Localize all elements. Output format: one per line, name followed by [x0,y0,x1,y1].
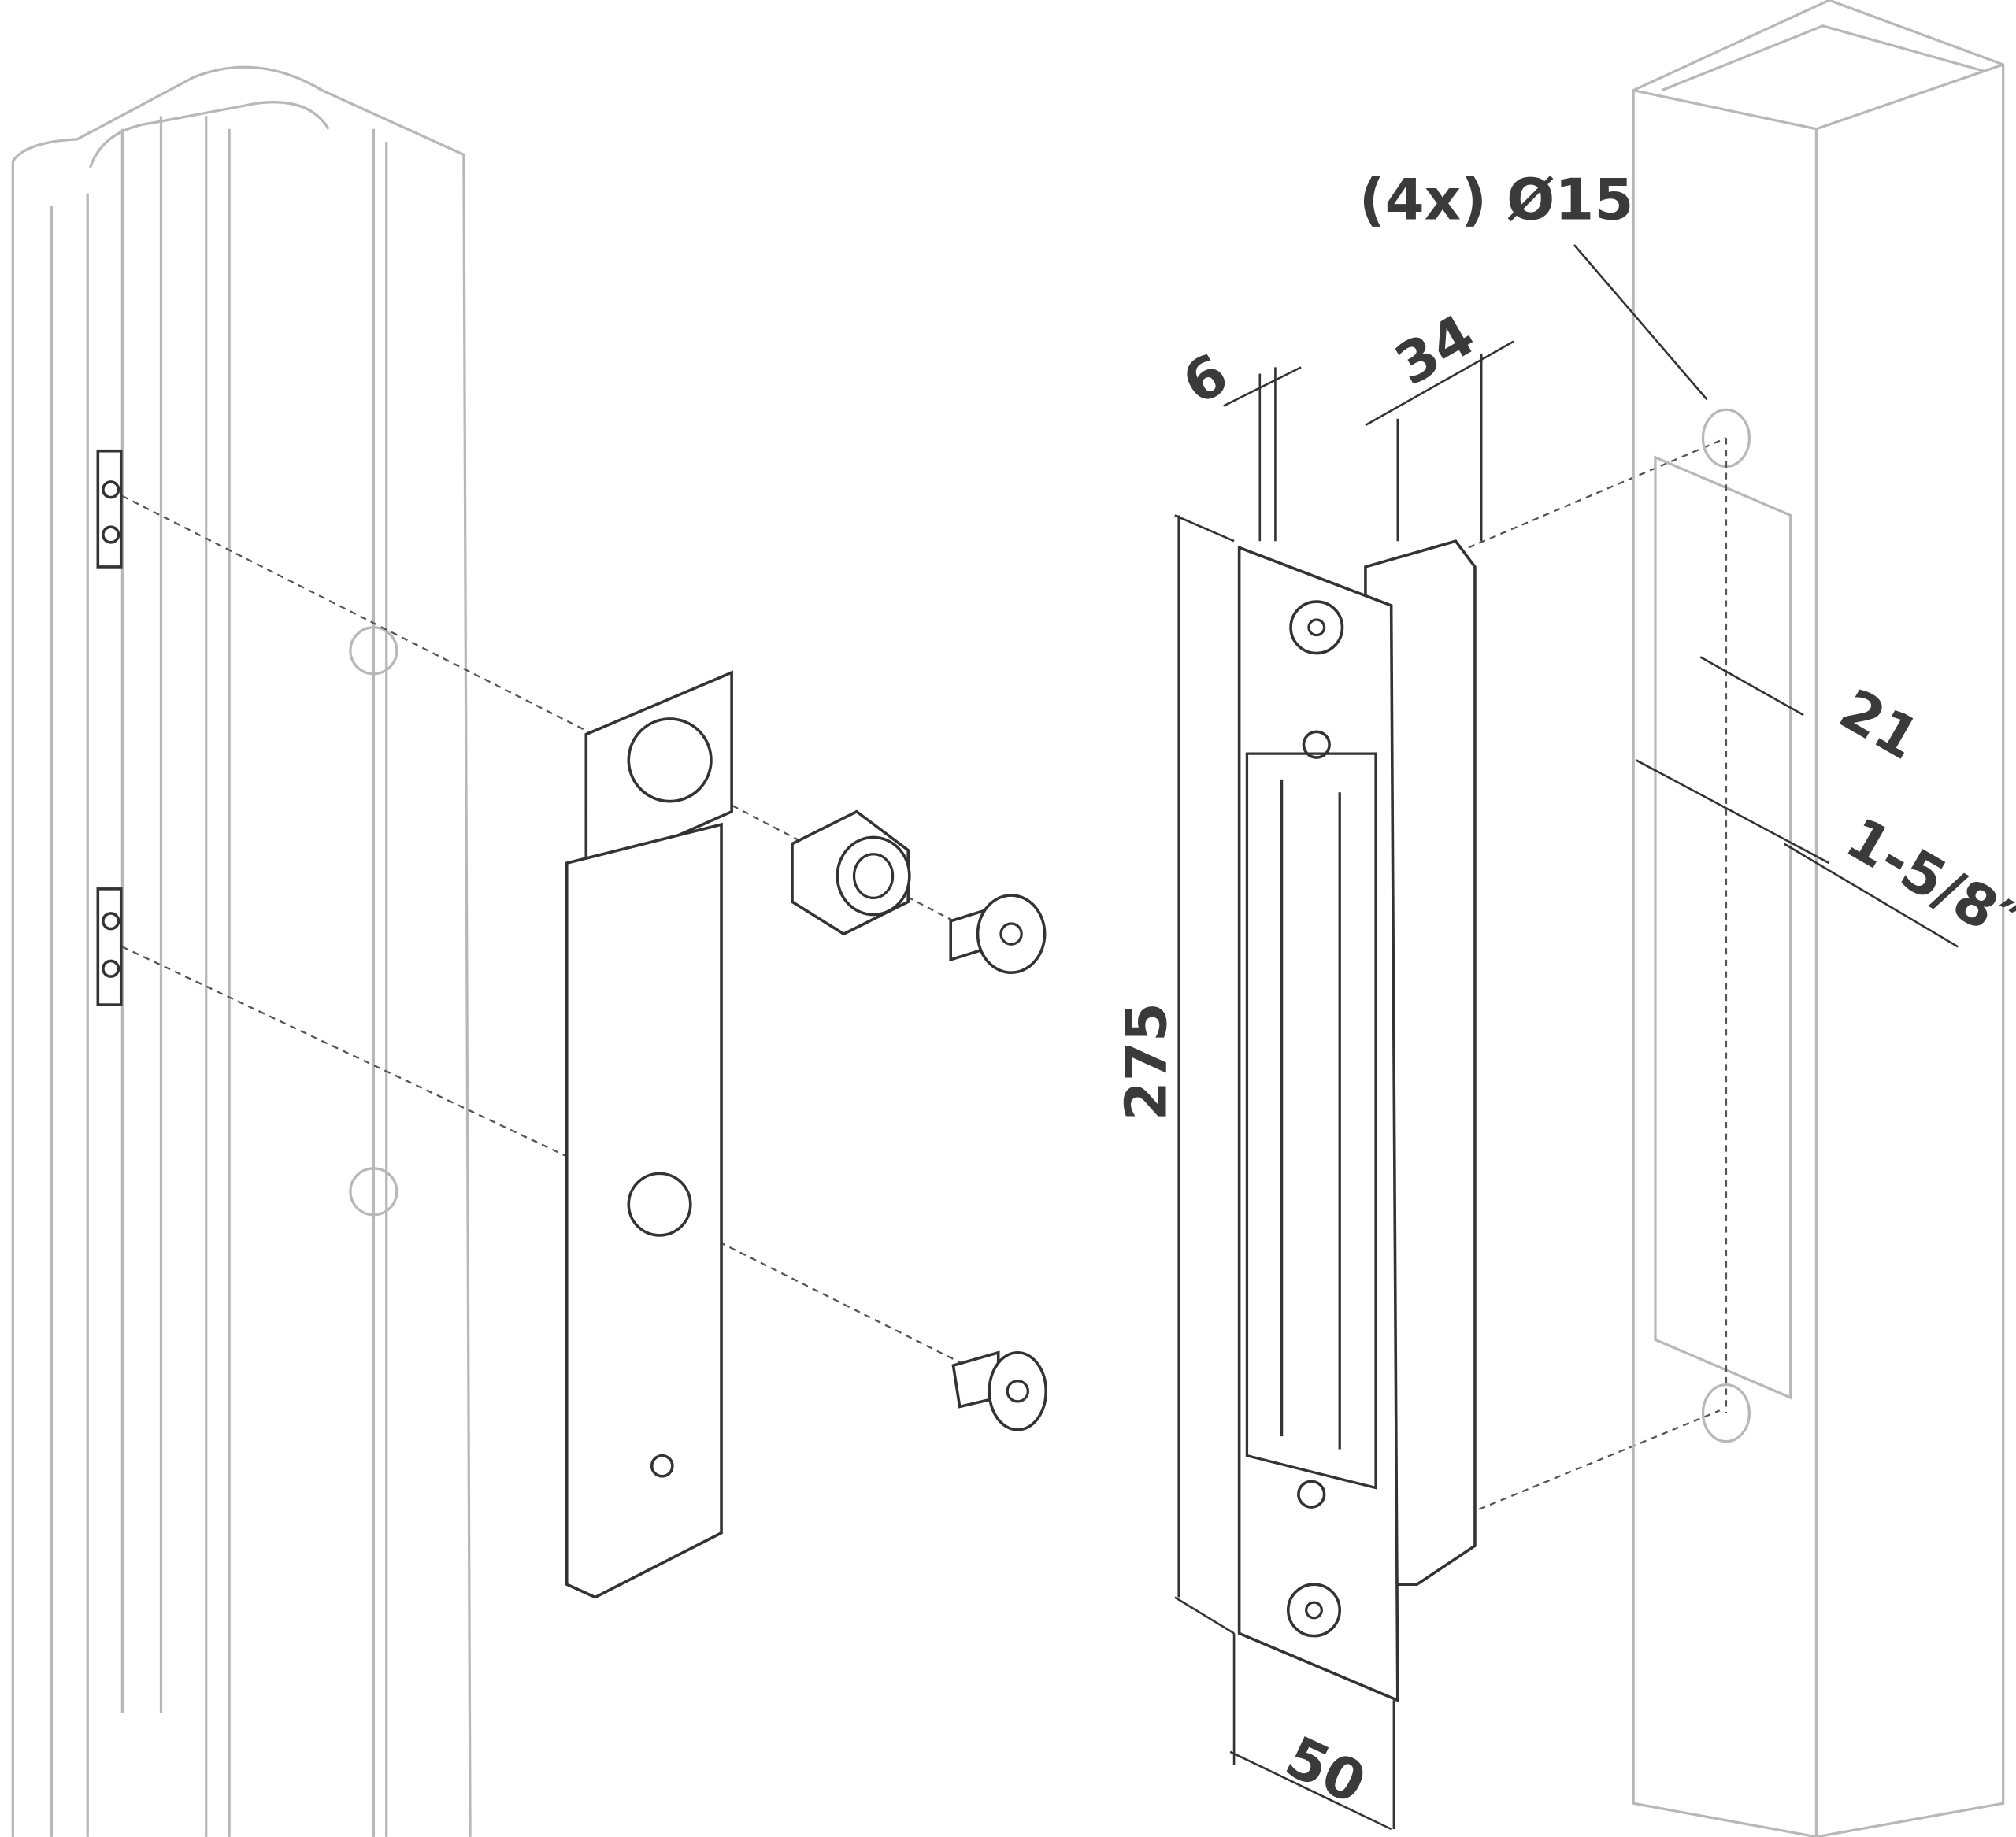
mounting-bracket [565,670,733,1599]
dim-height-label: 275 [1113,1002,1179,1120]
dim-holes-label: (4x) Ø15 [1359,166,1634,232]
dim-width-label: 50 [1276,1724,1375,1817]
tnut-lower [96,887,123,1006]
dim-thickness-label: 6 [1172,340,1239,417]
square-post [1632,0,2005,1837]
dim-depth-label: 34 [1384,302,1486,398]
countersunk-screw [951,1350,1048,1431]
socket-cap-screw [949,894,1047,975]
dim-offset-label: 21 [1829,676,1930,772]
gate-profile [11,65,472,1837]
spacer-bushing [791,809,911,936]
electromagnet [1237,539,1477,1703]
dim-post-width-label: 1-5/8″ [1836,805,2016,956]
tnut-upper [96,449,123,569]
dimension-lines [1174,244,1959,1831]
assembly-lines [121,437,1727,1515]
